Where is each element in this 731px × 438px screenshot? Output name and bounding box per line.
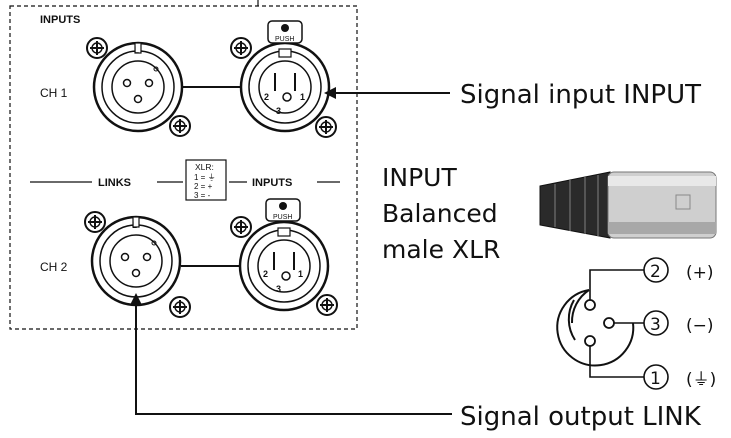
inputs-mid-label: INPUTS (252, 177, 292, 189)
ch1-pin-3: 3 (276, 106, 281, 116)
pinout-meaning-1: (⏚) (686, 370, 716, 390)
ch2-link-l-mark: L (132, 220, 137, 230)
pinout-meaning-3: (−) (686, 316, 714, 336)
input-balanced: Balanced (382, 199, 498, 228)
ch2-link-jack (90, 215, 182, 307)
input-title: INPUT (382, 163, 457, 192)
ch1-label: CH 1 (40, 86, 68, 100)
svg-text:2 = +: 2 = + (194, 182, 213, 191)
ch2-input-jack (238, 220, 330, 312)
ch2-pin-3: 3 (276, 284, 281, 294)
ch1-link-screw-top (86, 37, 108, 59)
pinout-meaning-2: (+) (686, 263, 714, 283)
links-label: LINKS (98, 177, 131, 189)
pinout-pin-2: 2 (650, 262, 661, 282)
ch1-pin-1: 1 (300, 92, 305, 102)
ch2-push-label: PUSH (273, 214, 292, 221)
ch1-pin-2: 2 (264, 92, 269, 102)
ch1-input-screw-top (230, 37, 252, 59)
ch2-link-screw-bottom (169, 296, 191, 318)
pinout-pin-1: 1 (650, 369, 661, 389)
ch2-link-screw-top (84, 211, 106, 233)
pinout-pin-3: 3 (650, 315, 661, 335)
svg-text:3 = -: 3 = - (194, 191, 211, 200)
ch1-push-label: PUSH (275, 36, 294, 43)
ch1-link-screw-bottom (169, 115, 191, 137)
ch1-link-l-mark: L (134, 45, 139, 55)
svg-text:XLR:: XLR: (195, 162, 214, 172)
signal-input-label: Signal input INPUT (460, 80, 701, 110)
ch2-label: CH 2 (40, 260, 68, 274)
ch1-link-jack (92, 41, 184, 133)
signal-output-arrow (130, 293, 452, 415)
input-male-xlr: male XLR (382, 235, 500, 264)
pinout-diagram (556, 257, 669, 390)
ch2-input-screw-bottom (316, 294, 338, 316)
xlr-legend-box: XLR: 1 = ⏚ 2 = + 3 = - (185, 159, 227, 201)
panel-frame (9, 5, 358, 330)
inputs-header: INPUTS (40, 14, 80, 26)
signal-output-label: Signal output LINK (460, 402, 702, 432)
ch2-pin-2: 2 (263, 269, 268, 279)
ch2-input-screw-top (230, 216, 252, 238)
svg-text:1 = ⏚: 1 = ⏚ (194, 173, 216, 182)
ch1-input-screw-bottom (315, 116, 337, 138)
ch1-input-jack (239, 41, 331, 133)
ch2-pin-1: 1 (298, 269, 303, 279)
xlr-plug-image (539, 171, 717, 239)
